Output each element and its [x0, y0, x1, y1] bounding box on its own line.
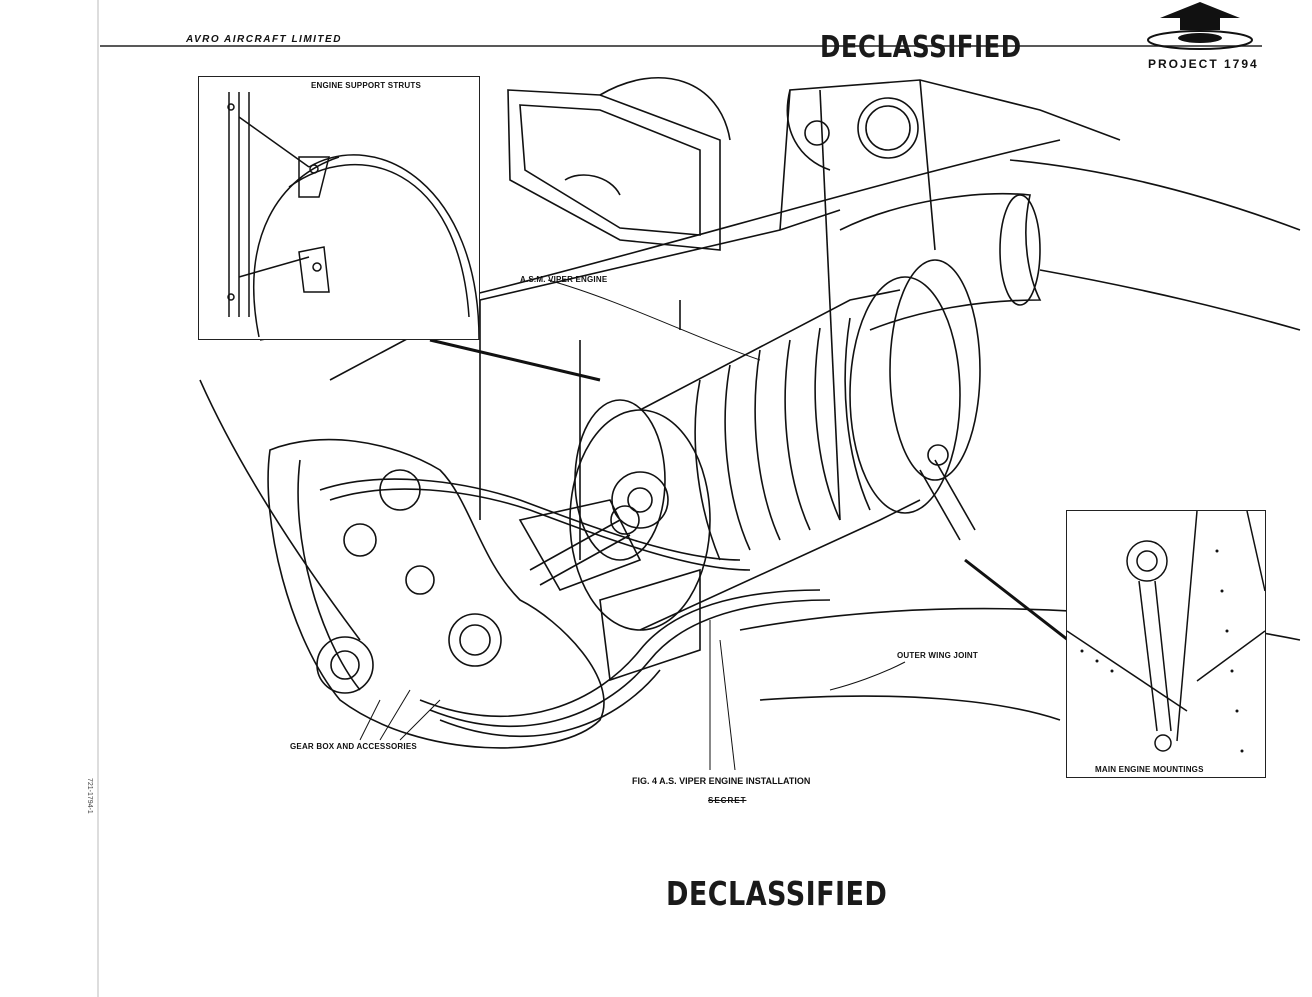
label-outer-wing-joint: OUTER WING JOINT — [897, 651, 978, 660]
engine-illustration — [199, 77, 1301, 771]
inset-engine-support-struts: ENGINE SUPPORT STRUTS — [198, 76, 480, 340]
saucer-arrow-logo-icon — [1147, 2, 1253, 50]
inset-main-engine-mountings: MAIN ENGINE MOUNTINGS — [1066, 510, 1266, 778]
company-name: AVRO AIRCRAFT LIMITED — [186, 34, 342, 45]
label-viper-engine: A.S.M. VIPER ENGINE — [520, 275, 608, 284]
margin-document-code: 721-1794-1 — [86, 778, 93, 814]
label-gear-box: GEAR BOX AND ACCESSORIES — [290, 742, 417, 751]
declassified-stamp-top: DECLASSIFIED — [820, 30, 1022, 65]
secret-mark: SECRET — [708, 796, 747, 805]
declassified-stamp-bottom: DECLASSIFIED — [666, 874, 888, 913]
figure-caption: FIG. 4 A.S. VIPER ENGINE INSTALLATION — [632, 776, 811, 786]
label-main-engine-mountings: MAIN ENGINE MOUNTINGS — [1095, 765, 1204, 774]
inset-mountings-drawing — [1067, 511, 1265, 753]
label-engine-support-struts: ENGINE SUPPORT STRUTS — [311, 81, 421, 90]
inset-struts-drawing — [227, 92, 479, 339]
project-number: PROJECT 1794 — [1148, 57, 1259, 71]
